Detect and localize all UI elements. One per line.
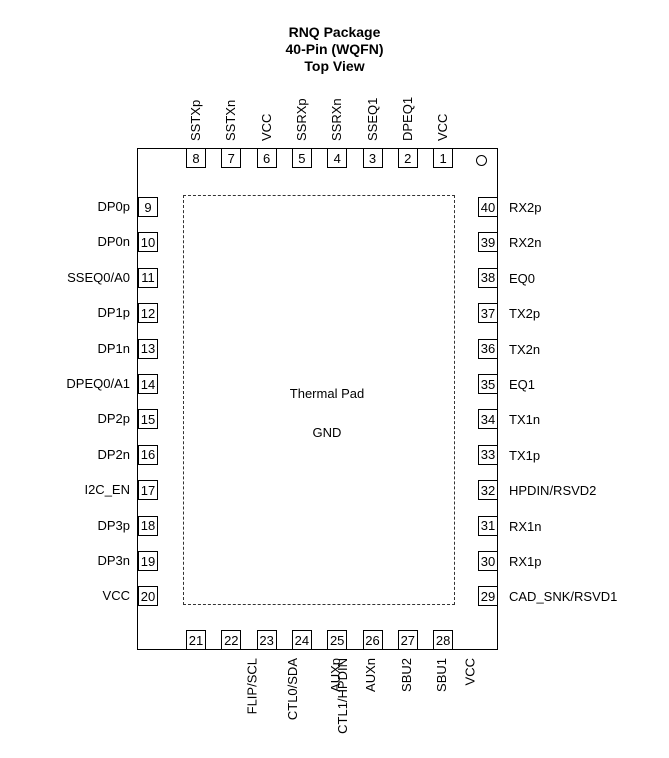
pin-box-39: 39 bbox=[478, 232, 498, 253]
package-outline bbox=[137, 148, 498, 650]
pin-label-36: TX2n bbox=[509, 341, 541, 357]
pin-box-6: 6 bbox=[256, 148, 277, 168]
pin1-marker bbox=[476, 155, 487, 166]
pin-label-33: TX1p bbox=[509, 447, 541, 463]
pin-box-26: 26 bbox=[362, 630, 383, 650]
pin-box-13: 13 bbox=[138, 338, 158, 359]
pin-label-15: DP2p bbox=[97, 411, 130, 427]
pin-label-27: SBU1 bbox=[433, 658, 449, 692]
pin-box-9: 9 bbox=[138, 197, 158, 217]
pin-label-18: DP3p bbox=[97, 517, 130, 533]
pin-label-26: SBU2 bbox=[398, 658, 414, 692]
pin-box-28: 28 bbox=[433, 630, 454, 650]
pin-box-22: 22 bbox=[221, 630, 242, 650]
pin-label-21: FLIP/SCL bbox=[244, 658, 260, 715]
pin-label-3: SSEQ1 bbox=[364, 97, 380, 141]
pin-box-35: 35 bbox=[478, 374, 498, 394]
pin-label-38: EQ0 bbox=[509, 270, 536, 286]
pin-box-15: 15 bbox=[138, 409, 158, 430]
pin-box-10: 10 bbox=[138, 232, 158, 253]
diagram-title-view: Top View bbox=[304, 58, 365, 74]
pin-label-32: HPDIN/RSVD2 bbox=[509, 483, 597, 499]
pin-label-30: RX1p bbox=[509, 554, 542, 569]
pin-label-2: DPEQ1 bbox=[399, 96, 415, 141]
pin-label-24: AUXp bbox=[327, 658, 343, 692]
pin-box-16: 16 bbox=[138, 444, 158, 465]
pin-box-21: 21 bbox=[186, 630, 206, 650]
pin-label-35: EQ1 bbox=[509, 377, 536, 392]
pin-label-11: SSEQ0/A0 bbox=[67, 269, 130, 285]
pin-label-34: TX1n bbox=[509, 412, 541, 428]
pin-box-27: 27 bbox=[397, 630, 418, 650]
pin-box-38: 38 bbox=[478, 267, 498, 288]
pin-box-37: 37 bbox=[478, 303, 498, 324]
pin-box-4: 4 bbox=[327, 148, 348, 168]
pin-box-14: 14 bbox=[138, 374, 158, 394]
pin-box-32: 32 bbox=[478, 480, 498, 501]
pin-box-30: 30 bbox=[478, 551, 498, 571]
pin-label-37: TX2p bbox=[509, 306, 541, 322]
pin-label-16: DP2n bbox=[97, 446, 130, 462]
pin-label-39: RX2n bbox=[509, 235, 542, 251]
pin-label-29: CAD_SNK/RSVD1 bbox=[509, 589, 618, 605]
pin-box-7: 7 bbox=[221, 148, 242, 168]
pin-label-4: SSRXn bbox=[329, 98, 345, 141]
pin-box-29: 29 bbox=[478, 586, 498, 607]
pin-label-12: DP1p bbox=[97, 305, 130, 321]
pin-label-22: CTL0/SDA bbox=[285, 658, 301, 721]
thermal-pad bbox=[183, 195, 455, 605]
pin-box-3: 3 bbox=[362, 148, 383, 168]
pin-box-2: 2 bbox=[397, 148, 418, 168]
pin-label-9: DP0p bbox=[97, 199, 130, 214]
pin-label-13: DP1n bbox=[97, 340, 130, 356]
thermal-pad-net: GND bbox=[312, 425, 342, 440]
pin-label-6: VCC bbox=[258, 113, 274, 141]
pin-label-8: SSTXp bbox=[188, 99, 203, 141]
pin-box-40: 40 bbox=[478, 197, 498, 217]
pin-box-8: 8 bbox=[186, 148, 206, 168]
pin-box-18: 18 bbox=[138, 515, 158, 536]
pin-box-23: 23 bbox=[256, 630, 277, 650]
pin-label-28: VCC bbox=[462, 658, 478, 686]
thermal-pad-label: Thermal Pad bbox=[289, 386, 365, 401]
pin-label-7: SSTXn bbox=[223, 99, 239, 141]
pin-box-5: 5 bbox=[291, 148, 312, 168]
pin-label-40: RX2p bbox=[509, 200, 542, 215]
pin-box-34: 34 bbox=[478, 409, 498, 430]
pin-label-1: VCC bbox=[435, 113, 451, 141]
pin-box-25: 25 bbox=[327, 630, 348, 650]
diagram-title-pincount: 40-Pin (WQFN) bbox=[285, 41, 384, 57]
pin-box-1: 1 bbox=[433, 148, 454, 168]
pin-box-12: 12 bbox=[138, 303, 158, 324]
pin-label-10: DP0n bbox=[97, 234, 130, 250]
pin-label-25: AUXn bbox=[363, 658, 379, 692]
pin-label-19: DP3n bbox=[97, 553, 130, 568]
pin-box-36: 36 bbox=[478, 338, 498, 359]
pin-box-31: 31 bbox=[478, 515, 498, 536]
pin-label-14: DPEQ0/A1 bbox=[66, 376, 130, 391]
pin-label-17: I2C_EN bbox=[84, 482, 130, 498]
pin-box-17: 17 bbox=[138, 480, 158, 501]
pin-label-5: SSRXp bbox=[293, 98, 309, 141]
pin-label-20: VCC bbox=[102, 588, 130, 604]
pin-box-19: 19 bbox=[138, 551, 158, 571]
pin-box-33: 33 bbox=[478, 444, 498, 465]
diagram-title-package: RNQ Package bbox=[288, 24, 381, 40]
pin-box-24: 24 bbox=[291, 630, 312, 650]
pin-box-20: 20 bbox=[138, 586, 158, 607]
pin-box-11: 11 bbox=[138, 267, 158, 288]
pin-label-31: RX1n bbox=[509, 518, 542, 534]
